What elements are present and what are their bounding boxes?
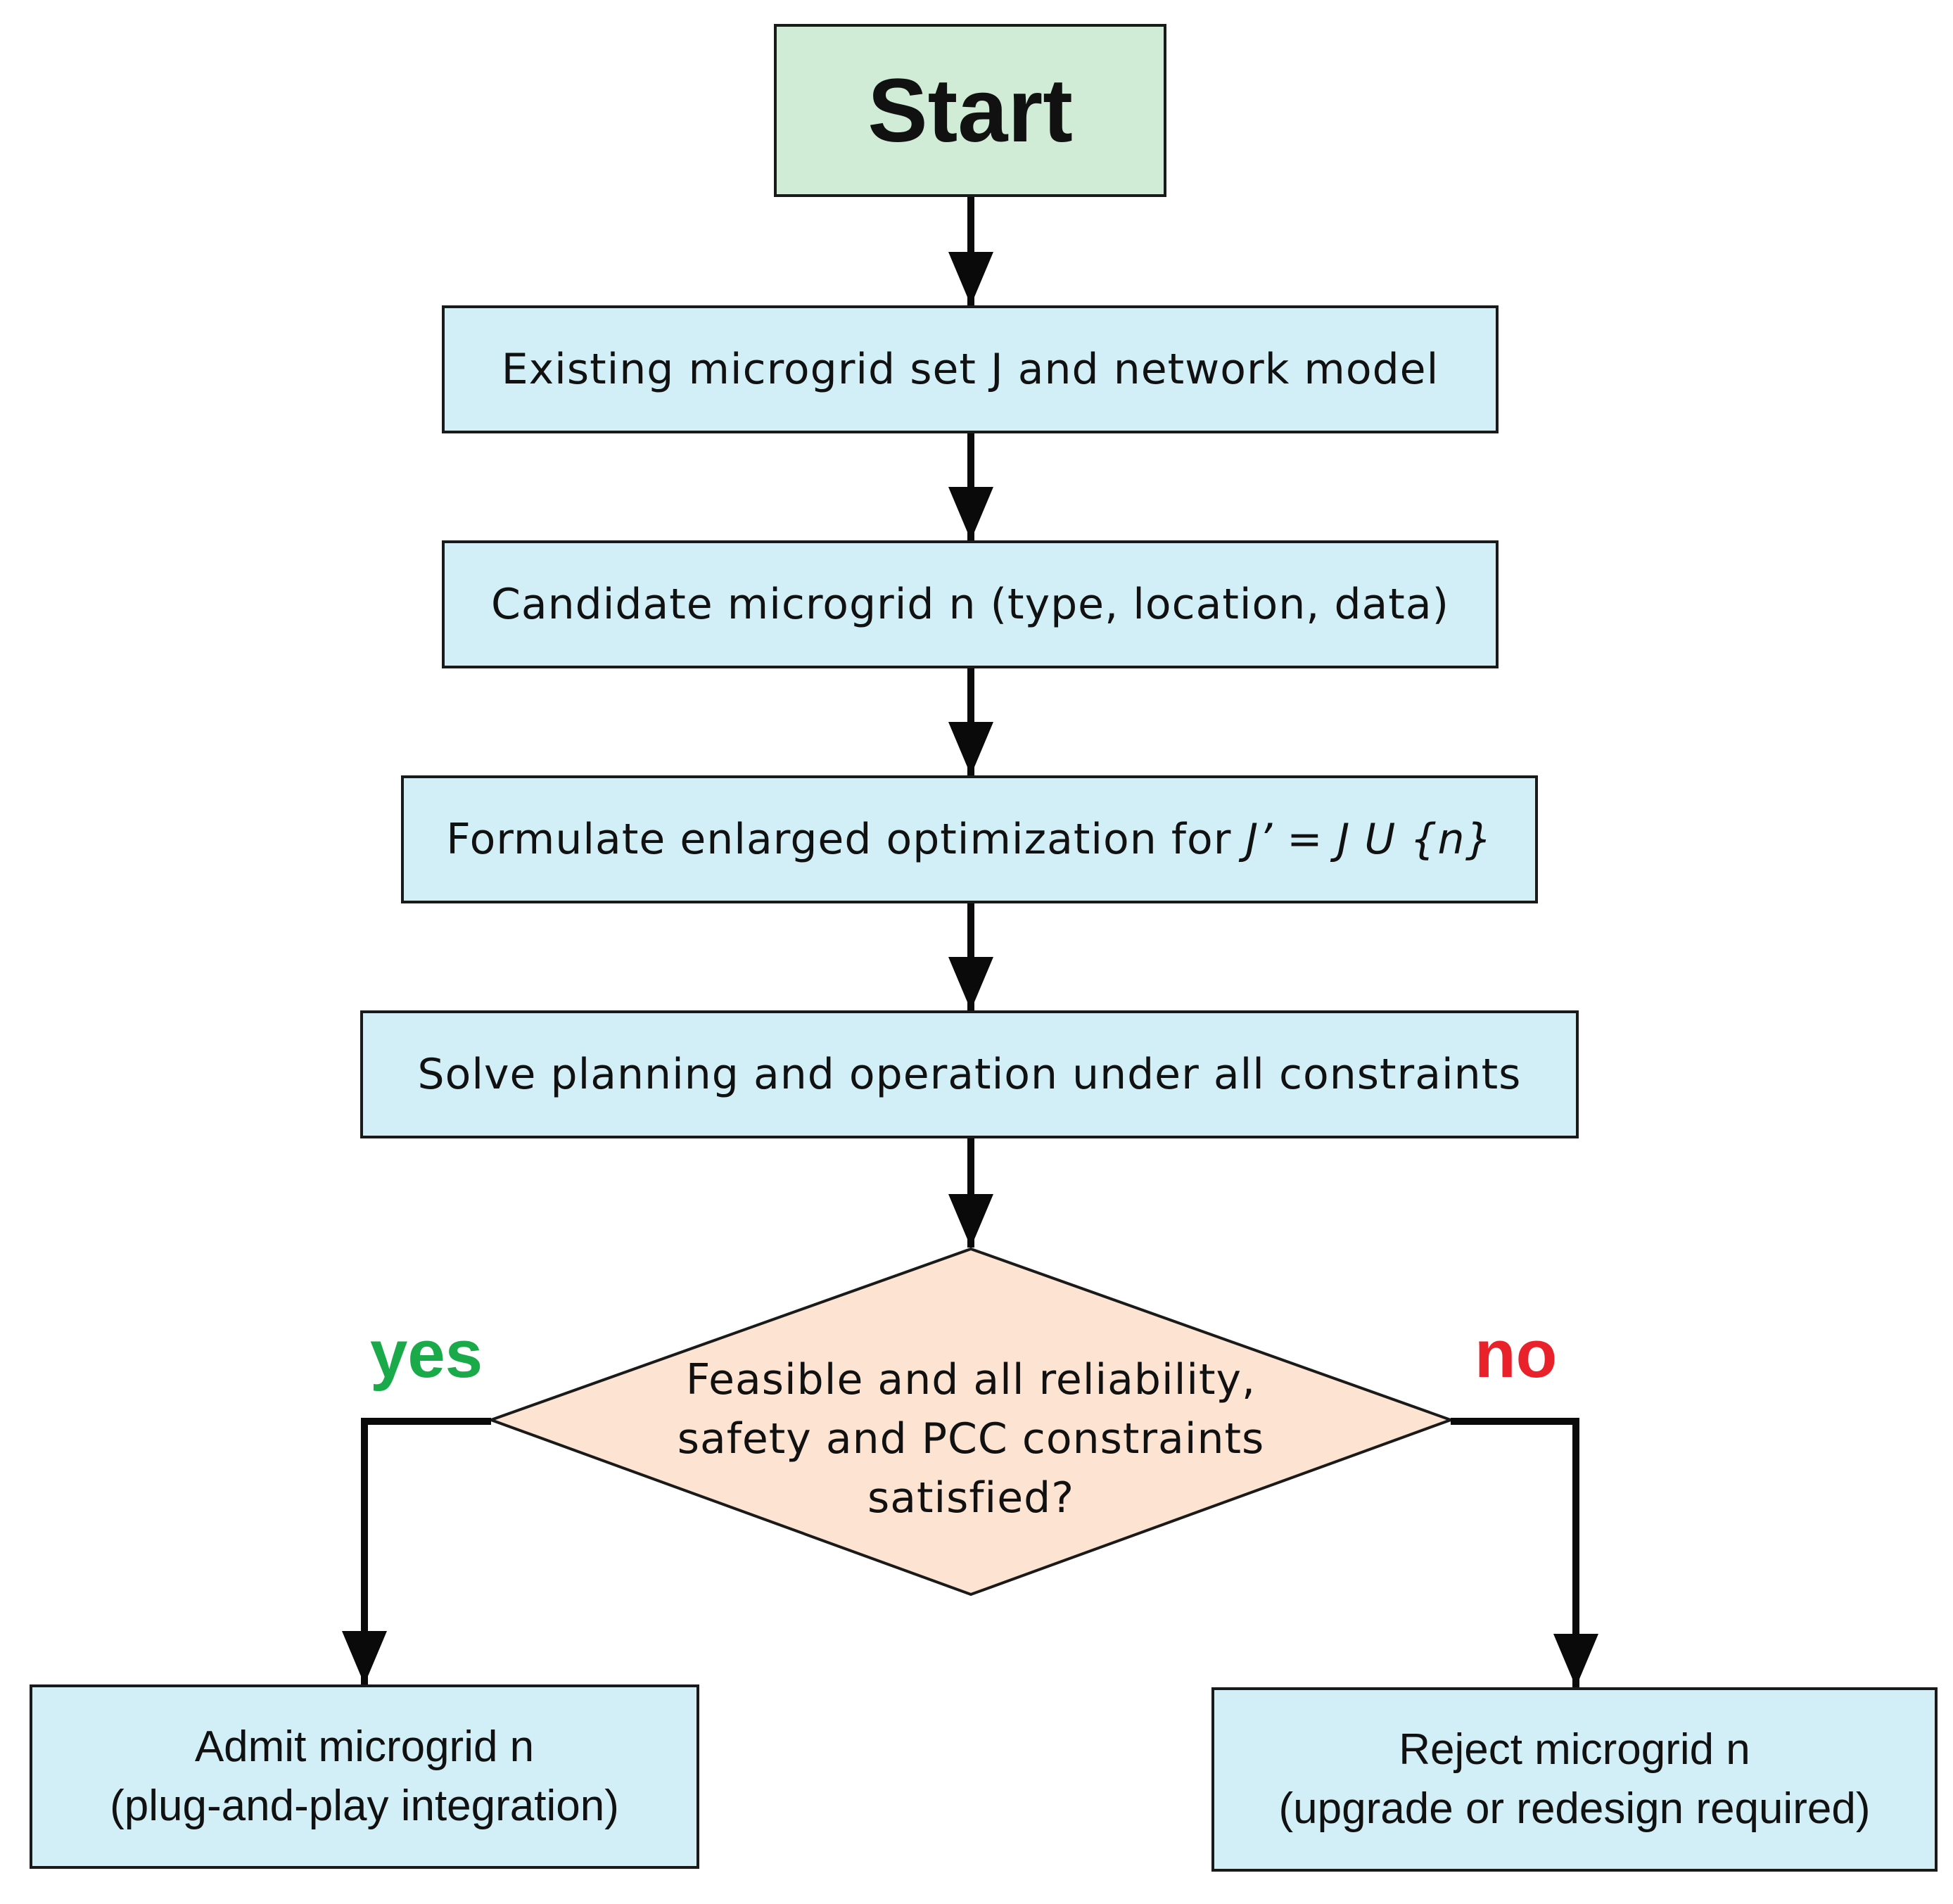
decision-line-2: safety and PCC constraints	[677, 1414, 1265, 1464]
existing-set-node: Existing microgrid set J and network mod…	[442, 305, 1499, 433]
start-label: Start	[867, 60, 1073, 161]
no-label: no	[1475, 1316, 1558, 1392]
decision-text: Feasible and all reliability, safety and…	[633, 1344, 1309, 1534]
decision-diamond	[487, 1247, 1455, 1597]
reject-node: Reject microgrid n (upgrade or redesign …	[1211, 1687, 1938, 1872]
candidate-node: Candidate microgrid n (type, location, d…	[442, 540, 1499, 668]
formulate-node: Formulate enlarged optimization for J’ =…	[401, 775, 1538, 903]
admit-line-1: Admit microgrid n	[194, 1722, 535, 1771]
formulate-line: Formulate enlarged optimization for J’ =…	[446, 815, 1493, 864]
arrow-no-branch	[1451, 1418, 1598, 1687]
arrow-yes-branch	[342, 1418, 491, 1684]
admit-line-2: (plug-and-play integration)	[110, 1782, 619, 1830]
reject-line-2: (upgrade or redesign required)	[1278, 1784, 1871, 1833]
solve-label: Solve planning and operation under all c…	[417, 1050, 1522, 1099]
admit-node: Admit microgrid n (plug-and-play integra…	[30, 1684, 699, 1869]
solve-node: Solve planning and operation under all c…	[360, 1010, 1579, 1138]
start-node: Start	[774, 24, 1166, 197]
yes-label: yes	[370, 1316, 483, 1392]
formulate-formula: J’ = J U {n}	[1245, 815, 1493, 864]
existing-set-label: Existing microgrid set J and network mod…	[501, 345, 1439, 394]
decision-line-3: satisfied?	[867, 1473, 1075, 1523]
reject-line-1: Reject microgrid n	[1399, 1725, 1750, 1774]
candidate-label: Candidate microgrid n (type, location, d…	[490, 580, 1449, 629]
formulate-label: Formulate enlarged optimization for	[446, 815, 1246, 864]
decision-line-1: Feasible and all reliability,	[685, 1355, 1257, 1404]
